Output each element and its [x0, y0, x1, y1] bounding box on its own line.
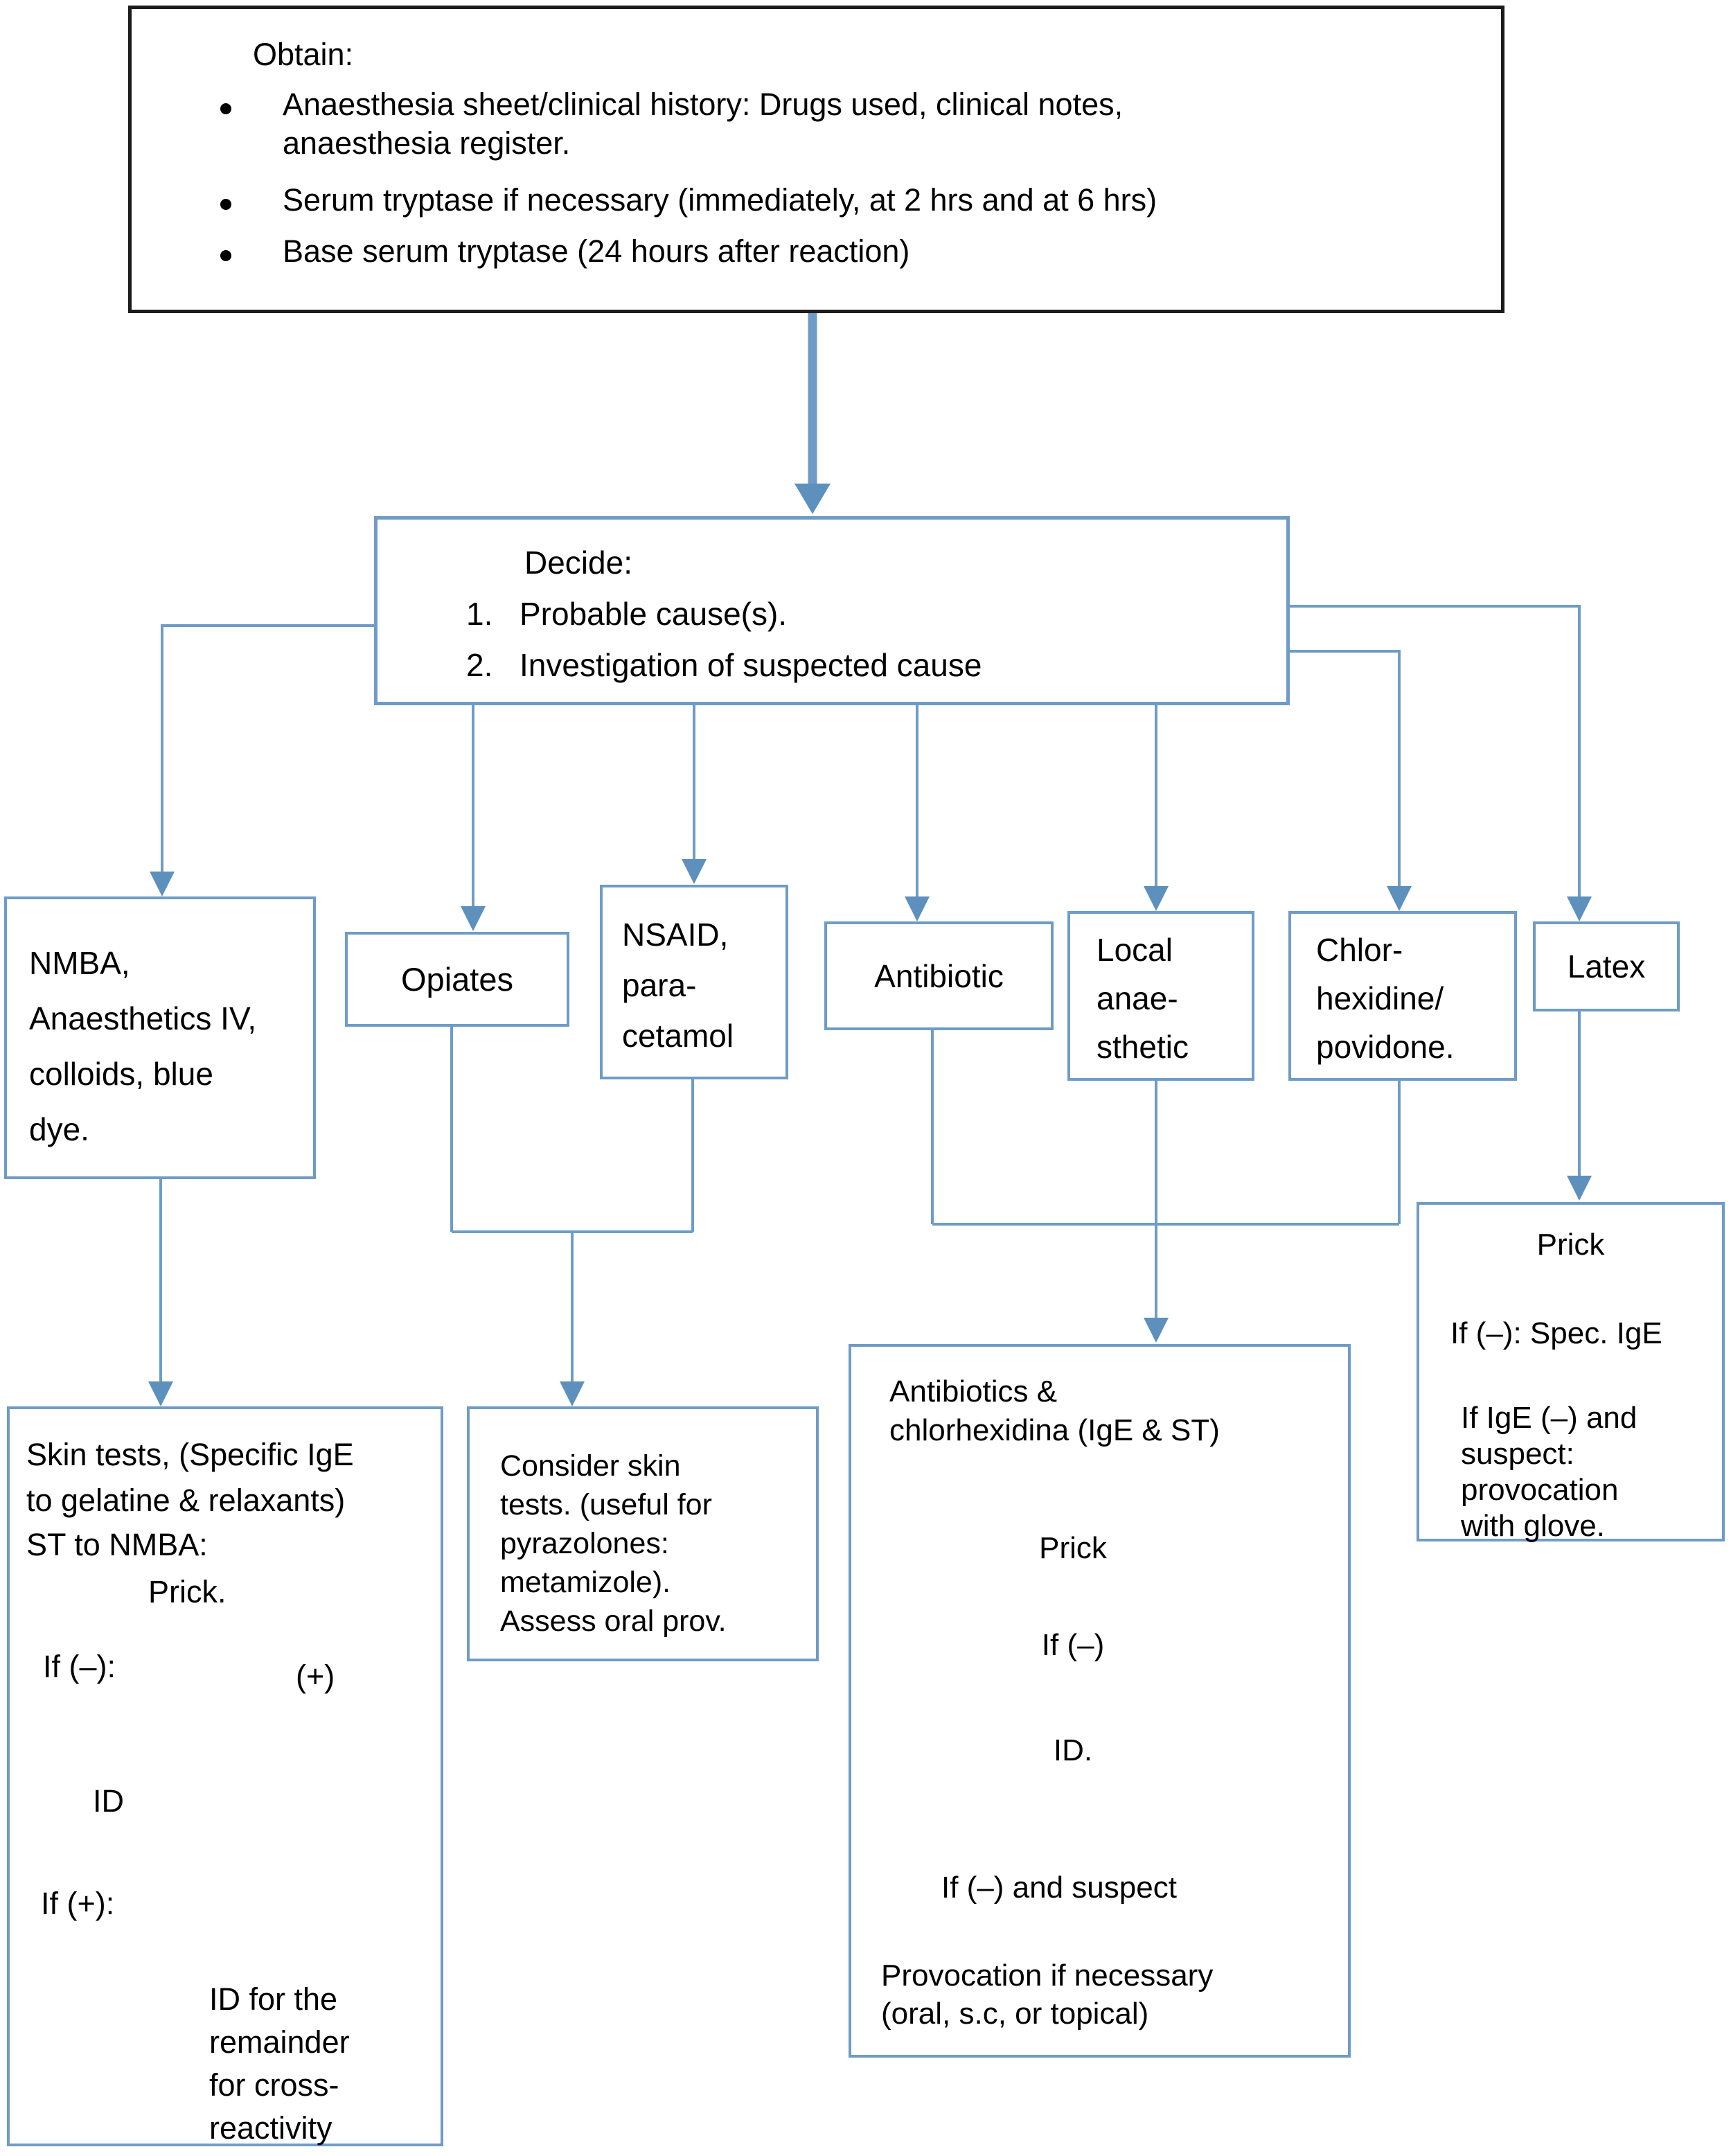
- consider-line: Assess oral prov.: [500, 1605, 727, 1638]
- arrowhead-latex: [1567, 896, 1592, 921]
- consider-line: Consider skin: [500, 1449, 681, 1483]
- arrowhead-nsaid: [682, 859, 707, 884]
- decide-item1-text: Probable cause(s).: [520, 596, 788, 632]
- decide-item1-num: 1.: [466, 596, 493, 632]
- antibiotics-provocation-line: (oral, s.c, or topical): [881, 1997, 1149, 2031]
- skin-intro-line: to gelatine & relaxants): [26, 1483, 346, 1518]
- arrowhead-local: [1144, 886, 1169, 911]
- skin-intro-line: ST to NMBA:: [26, 1527, 208, 1562]
- category-opiates-box: Opiates: [345, 932, 569, 1027]
- antibiotics-provocation-line: Provocation if necessary: [881, 1959, 1214, 1992]
- connector-decide-to-nmba: [161, 624, 374, 872]
- chlorhexidine-line: hexidine/: [1316, 980, 1444, 1016]
- nmba-line: colloids, blue: [29, 1056, 213, 1092]
- category-nmba-box: NMBA, Anaesthetics IV, colloids, blue dy…: [4, 896, 316, 1179]
- nmba-line: Anaesthetics IV,: [29, 1000, 257, 1036]
- obtain-title: Obtain:: [253, 37, 354, 72]
- arrowhead-consider: [560, 1381, 585, 1406]
- latex-if-neg-ige-label: If (–): Spec. IgE: [1450, 1316, 1662, 1350]
- arrowhead-chlorhexidine: [1387, 886, 1412, 911]
- latex-result-line: suspect:: [1461, 1437, 1574, 1471]
- antibiotics-id-label: ID.: [1053, 1733, 1093, 1767]
- consider-line: pyrazolones:: [500, 1527, 669, 1560]
- category-chlorhexidine-box: Chlor- hexidine/ povidone.: [1288, 911, 1517, 1081]
- skin-result-line: remainder: [209, 2024, 350, 2060]
- skin-prick-label: Prick.: [148, 1574, 227, 1609]
- nmba-line: NMBA,: [29, 945, 130, 981]
- bullet-icon: [220, 199, 231, 210]
- obtain-bullet1-line1: Anaesthesia sheet/clinical history: Drug…: [283, 87, 1124, 122]
- category-nsaid-box: NSAID, para- cetamol: [600, 885, 788, 1079]
- antibiotic-label: Antibiotic: [874, 957, 1004, 994]
- arrowhead-antibiotic: [905, 896, 930, 921]
- antibiotics-chlorhexidina-box: Antibiotics & chlorhexidina (IgE & ST) P…: [849, 1344, 1351, 2058]
- obtain-bullet3: Base serum tryptase (24 hours after reac…: [283, 233, 910, 269]
- consider-line: tests. (useful for: [500, 1488, 712, 1521]
- consider-skin-tests-box: Consider skin tests. (useful for pyrazol…: [467, 1406, 819, 1661]
- chlorhexidine-line: Chlor-: [1316, 932, 1403, 968]
- local-line: sthetic: [1097, 1029, 1189, 1065]
- antibiotics-title-line: chlorhexidina (IgE & ST): [889, 1413, 1220, 1447]
- arrowhead-antibiotics-box: [1144, 1318, 1169, 1343]
- nsaid-line: NSAID,: [622, 917, 729, 953]
- skin-result-line: ID for the: [209, 1981, 338, 2017]
- latex-result-line: provocation: [1461, 1473, 1619, 1507]
- arrowhead-latex-box: [1567, 1176, 1592, 1201]
- consider-line: metamizole).: [500, 1566, 671, 1599]
- latex-result-line: If IgE (–) and: [1461, 1401, 1637, 1435]
- connector-decide-to-latex: [1290, 605, 1581, 896]
- local-line: anae-: [1097, 980, 1178, 1016]
- connector-decide-to-chlorhexidine: [1290, 650, 1401, 886]
- chlorhexidine-line: povidone.: [1316, 1029, 1455, 1065]
- latex-prick-label: Prick: [1536, 1228, 1605, 1262]
- skin-if-positive-label: If (+):: [41, 1886, 115, 1921]
- latex-result-line: with glove.: [1461, 1509, 1605, 1543]
- skin-result-line: reactivity: [209, 2110, 332, 2146]
- skin-id-label: ID: [93, 1783, 124, 1819]
- latex-pathway-box: Prick If (–): Spec. IgE If IgE (–) and s…: [1417, 1202, 1725, 1543]
- antibiotics-if-neg-suspect-label: If (–) and suspect: [941, 1871, 1177, 1905]
- latex-label: Latex: [1567, 948, 1646, 984]
- antibiotics-title-line: Antibiotics &: [889, 1375, 1058, 1408]
- category-latex-box: Latex: [1533, 921, 1680, 1011]
- arrowhead-obtain-decide: [795, 484, 831, 514]
- skin-plus-label: (+): [296, 1659, 335, 1694]
- nsaid-line: para-: [622, 967, 697, 1003]
- obtain-bullet2: Serum tryptase if necessary (immediately…: [283, 182, 1157, 218]
- skin-if-negative-label: If (–):: [43, 1649, 116, 1684]
- arrowhead-nmba: [150, 872, 175, 896]
- decide-box: Decide: 1. Probable cause(s). 2. Investi…: [374, 516, 1290, 705]
- decide-item2-num: 2.: [466, 647, 493, 683]
- arrowhead-skintests: [148, 1381, 173, 1406]
- category-local-anaesthetic-box: Local anae- sthetic: [1067, 911, 1254, 1081]
- obtain-box: Obtain: Anaesthesia sheet/clinical histo…: [128, 6, 1504, 313]
- arrowhead-opiates: [461, 906, 486, 931]
- decide-item2-text: Investigation of suspected cause: [520, 647, 982, 683]
- category-antibiotic-box: Antibiotic: [824, 921, 1054, 1030]
- skin-tests-box: Skin tests, (Specific IgE to gelatine & …: [7, 1406, 443, 2146]
- nmba-line: dye.: [29, 1111, 89, 1147]
- antibiotics-if-negative-label: If (–): [1041, 1628, 1105, 1662]
- decide-title: Decide:: [524, 545, 632, 581]
- skin-intro-line: Skin tests, (Specific IgE: [26, 1437, 354, 1472]
- opiates-label: Opiates: [401, 961, 513, 998]
- skin-result-line: for cross-: [209, 2067, 339, 2103]
- antibiotics-prick-label: Prick: [1039, 1531, 1107, 1565]
- bullet-icon: [220, 250, 231, 261]
- local-line: Local: [1097, 932, 1173, 968]
- obtain-bullet1-line2: anaesthesia register.: [283, 125, 571, 161]
- nsaid-line: cetamol: [622, 1018, 734, 1054]
- bullet-icon: [220, 103, 231, 114]
